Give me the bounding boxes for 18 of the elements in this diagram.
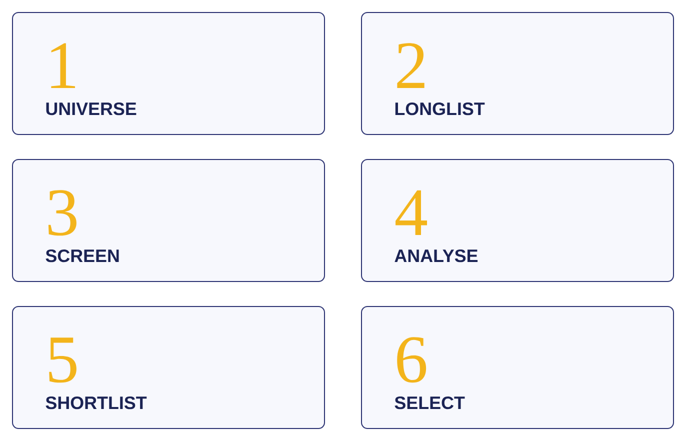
step-number: 2 [397,43,424,88]
step-number: 6 [397,337,426,383]
step-number: 3 [48,190,76,236]
step-card [12,306,325,429]
step-label: SCREEN [46,249,119,262]
step-card [12,159,325,282]
step-label: SELECT [394,396,465,410]
step-label: LONGLIST [395,102,485,116]
step-number: 5 [49,338,76,383]
step-card [361,12,674,135]
step-number: 4 [396,190,428,235]
step-number: 1 [51,43,76,88]
step-card [361,306,674,429]
step-label: ANALYSE [394,249,478,262]
step-label: UNIVERSE [46,102,136,116]
step-label: SHORTLIST [46,396,147,410]
step-card [361,159,674,282]
step-card [12,12,325,135]
